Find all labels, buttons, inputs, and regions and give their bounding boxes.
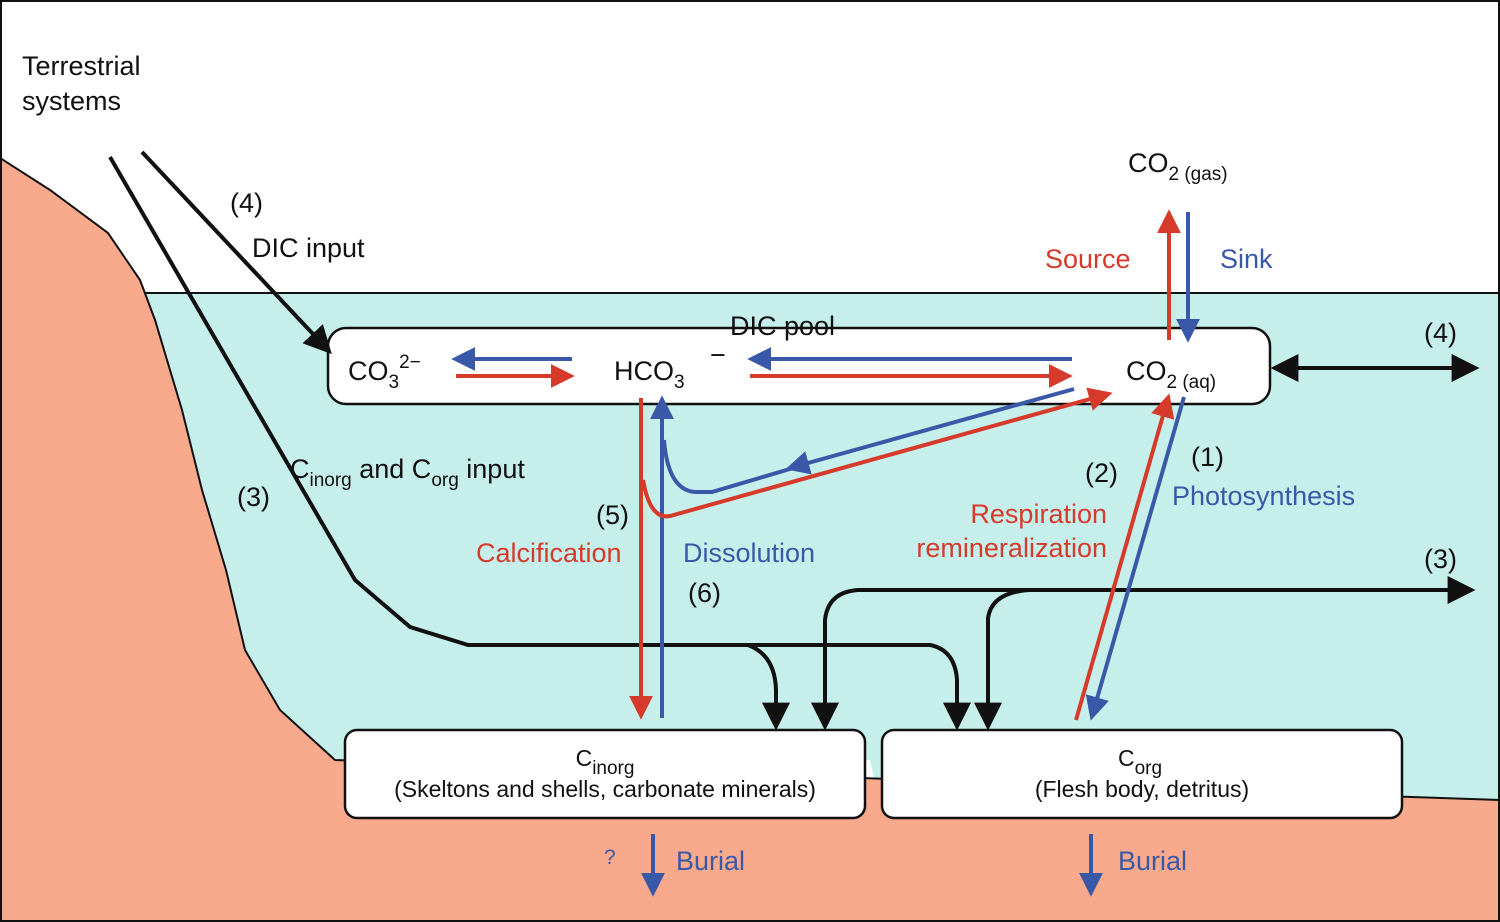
c-input-branch-to-inorg bbox=[747, 643, 790, 731]
terrestrial-label-line1: Terrestrial bbox=[22, 51, 141, 81]
sink-label: Sink bbox=[1220, 244, 1273, 274]
burial-left-label: Burial bbox=[676, 846, 745, 876]
calcification-label: Calcification bbox=[476, 538, 622, 568]
c-inorg-box bbox=[343, 728, 867, 820]
exchange-number-right: (4) bbox=[1424, 318, 1457, 348]
respiration-number: (2) bbox=[1085, 458, 1118, 488]
remineralization-label: remineralization bbox=[916, 533, 1107, 563]
dic-pool-label: DIC pool bbox=[730, 311, 835, 341]
c-input-label: Cinorg and Corg input bbox=[290, 454, 525, 491]
hco3-charge: − bbox=[710, 340, 726, 370]
export-from-org bbox=[974, 588, 1031, 731]
dic-input-arrow bbox=[140, 150, 332, 355]
export-from-inorg bbox=[811, 576, 1476, 731]
respiration-arrow bbox=[1074, 393, 1175, 721]
co3-label: CO32− bbox=[348, 352, 421, 393]
dic-input-number: (4) bbox=[230, 188, 263, 218]
terrestrial-label-line2: systems bbox=[22, 86, 121, 116]
dic-input-label: DIC input bbox=[252, 233, 365, 263]
c-inorg-box-title: Cinorg bbox=[576, 745, 635, 779]
burial-right-label: Burial bbox=[1118, 846, 1187, 876]
co2-aq-label: CO2 (aq) bbox=[1126, 356, 1216, 393]
photosynthesis-arrow bbox=[1085, 396, 1186, 721]
co2-gas-label: CO2 (gas) bbox=[1128, 148, 1228, 185]
dissolution-number: (6) bbox=[688, 578, 721, 608]
dissolution-label: Dissolution bbox=[683, 538, 815, 568]
land-slope bbox=[0, 156, 1500, 922]
c-inorg-box-desc: (Skeltons and shells, carbonate minerals… bbox=[394, 776, 816, 802]
dissolution-co2-blue-path bbox=[785, 387, 1075, 475]
burial-question-mark: ? bbox=[604, 846, 616, 869]
calcification-co2-red-path bbox=[641, 387, 1113, 519]
c-input-number: (3) bbox=[237, 482, 270, 512]
c-org-box-desc: (Flesh body, detritus) bbox=[1035, 776, 1249, 802]
hco3-label: HCO3 bbox=[614, 356, 685, 393]
photosynthesis-label: Photosynthesis bbox=[1172, 481, 1355, 511]
c-org-box-title: Corg bbox=[1118, 745, 1162, 779]
respiration-label: Respiration bbox=[970, 499, 1107, 529]
source-label: Source bbox=[1045, 244, 1131, 274]
export-number-right: (3) bbox=[1424, 544, 1457, 574]
photosynthesis-number: (1) bbox=[1191, 442, 1224, 472]
calcification-number: (5) bbox=[596, 500, 629, 530]
dissolution-co2-blue-tail bbox=[662, 439, 801, 494]
